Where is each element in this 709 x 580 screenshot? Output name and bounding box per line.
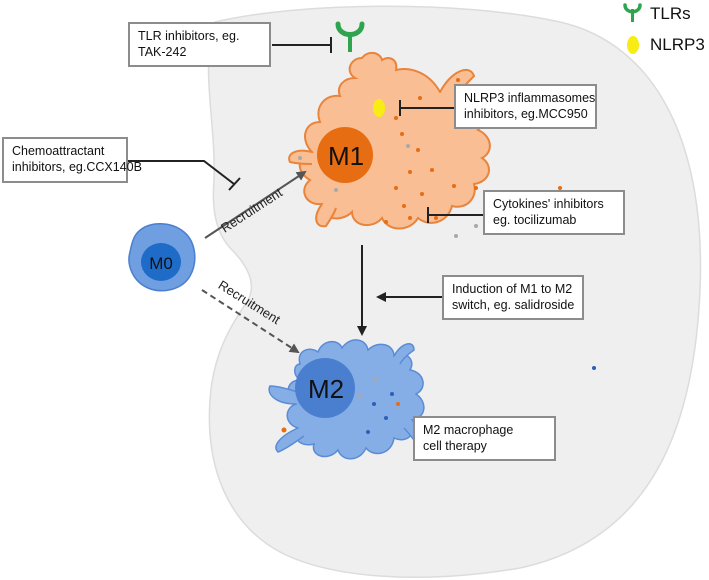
- inhibitor-connectors: [128, 37, 483, 223]
- chemoattractant-inhibitors-box: Chemoattractant inhibitors, eg.CCX140B: [2, 137, 142, 183]
- nlrp3-inhibitors-line-1: NLRP3 inflammasomes: [464, 91, 596, 105]
- m1-cytokine-dots: [298, 78, 562, 238]
- legend-nlrp3-label: NLRP3: [650, 35, 705, 54]
- m1-m2-switch-box: Induction of M1 to M2 switch, eg. salidr…: [442, 275, 584, 320]
- m0-label: M0: [149, 254, 173, 273]
- cytokine-inhibitors-box: Cytokines' inhibitors eg. tocilizumab: [483, 190, 625, 235]
- tlr-inhibitors-box: TLR inhibitors, eg. TAK-242: [128, 22, 271, 67]
- tlr-inhibitors-line-1: TLR inhibitors, eg.: [138, 29, 240, 43]
- m1-macrophage: [288, 21, 562, 238]
- legend-nlrp3-icon: [627, 36, 639, 54]
- nlrp3-inhibitors-line-2: inhibitors, eg.MCC950: [464, 107, 588, 121]
- legend-tlr-icon: [623, 3, 642, 22]
- m0-nucleus: [141, 243, 181, 281]
- m2-therapy-line-1: M2 macrophage: [423, 423, 514, 437]
- m1-nucleus: [317, 127, 373, 183]
- tlr-inhibitors-line-2: TAK-242: [138, 45, 187, 59]
- legend-tlr-label: TLRs: [650, 4, 691, 23]
- m2-label: M2: [308, 374, 344, 404]
- chemo-inhibitors-line-1: Chemoattractant: [12, 144, 105, 158]
- nlrp3-inhibitors-box: NLRP3 inflammasomes inhibitors, eg.MCC95…: [454, 84, 597, 129]
- m2-macrophage: [268, 339, 596, 460]
- nlrp3-inflammasome-icon: [373, 99, 385, 117]
- m2-nucleus: [295, 358, 355, 418]
- m1-label: M1: [328, 141, 364, 171]
- cytokine-inhibitors-line-1: Cytokines' inhibitors: [493, 197, 604, 211]
- recruitment-arrow-to-m2: [201, 289, 300, 354]
- recruitment-arrow-to-m1: [204, 170, 307, 239]
- m2-therapy-box: M2 macrophage cell therapy: [413, 416, 556, 461]
- chemo-inhibitors-line-2: inhibitors, eg.CCX140B: [12, 160, 142, 174]
- cytokine-inhibitors-line-2: eg. tocilizumab: [493, 213, 577, 227]
- m1-m2-switch-line-1: Induction of M1 to M2: [452, 282, 573, 296]
- m1-m2-switch-line-2: switch, eg. salidroside: [452, 298, 575, 312]
- tlr-receptor-icon: [335, 21, 365, 52]
- m2-therapy-line-2: cell therapy: [423, 439, 487, 453]
- m0-macrophage: [128, 223, 196, 292]
